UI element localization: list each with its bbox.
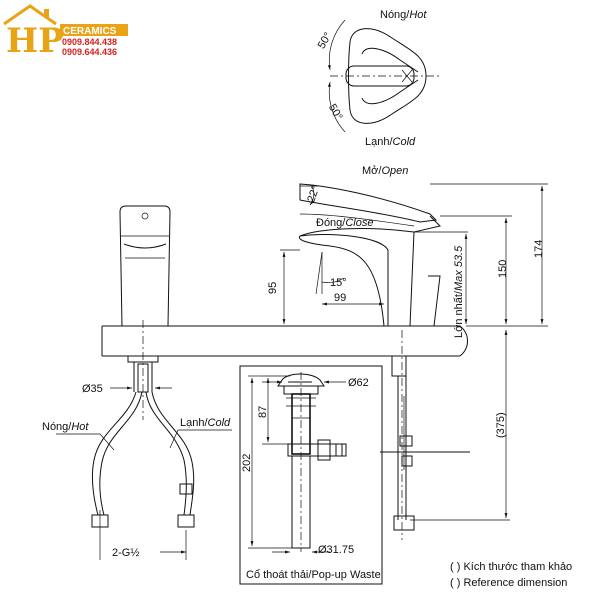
side-view: 22° Mở/Open Đóng/Close 15° 95 99 Lớn nhấ… (267, 165, 548, 540)
logo-phone-2: 0909.644.436 (62, 47, 117, 57)
dim-62-label: Ø62 (348, 377, 369, 389)
hp-ceramics-logo: HP CERAMICS 0909.844.438 0909.644.436 (3, 4, 128, 61)
dim-35-label: Ø35 (82, 383, 103, 395)
angle-top-label: 50° (316, 31, 335, 51)
angle-bottom-label: 50° (326, 102, 345, 122)
popup-waste-detail: Ø62 87 202 Ø31.75 Cổ thoát thải/Pop-up W… (239, 365, 383, 585)
dim-174-label: 174 (533, 240, 545, 258)
front-view: Ø35 2-G½ Nóng/Hot Lạnh/Cold (42, 205, 232, 560)
dim-95-label: 95 (267, 282, 279, 294)
angle-spout-label: 15° (330, 277, 347, 289)
dim-202-label: 202 (241, 454, 253, 472)
logo-brand: CERAMICS (63, 26, 117, 37)
dim-375-label: (375) (495, 412, 507, 438)
sink-deck (101, 325, 468, 357)
dim-87-label: 87 (257, 406, 269, 418)
legend-line-1: ( ) Kích thước tham khảo (450, 561, 572, 573)
thread-label: 2-G½ (112, 547, 140, 559)
top-cold-label: Lạnh/Cold (365, 136, 416, 148)
logo-phone-1: 0909.844.438 (62, 37, 117, 47)
dim-3175-label: Ø31.75 (318, 544, 354, 556)
open-label: Mở/Open (362, 165, 408, 177)
legend-line-2: ( ) Reference dimension (450, 577, 567, 589)
max-label: Lớn nhất/Max 53.5 (453, 245, 465, 338)
logo-letters: HP (6, 21, 64, 61)
front-hot-label: Nóng/Hot (42, 421, 89, 433)
close-label: Đóng/Close (316, 217, 373, 229)
top-view: 50° 50° Nóng/Hot Lạnh/Cold (316, 9, 440, 148)
dim-150-label: 150 (497, 260, 509, 278)
angle-lever-label: 22° (305, 184, 322, 204)
legend: ( ) Kích thước tham khảo ( ) Reference d… (450, 561, 572, 589)
dim-99-label: 99 (334, 292, 346, 304)
front-cold-label: Lạnh/Cold (180, 417, 231, 429)
top-hot-label: Nóng/Hot (380, 9, 427, 21)
waste-caption: Cổ thoát thải/Pop-up Waste (246, 569, 381, 581)
